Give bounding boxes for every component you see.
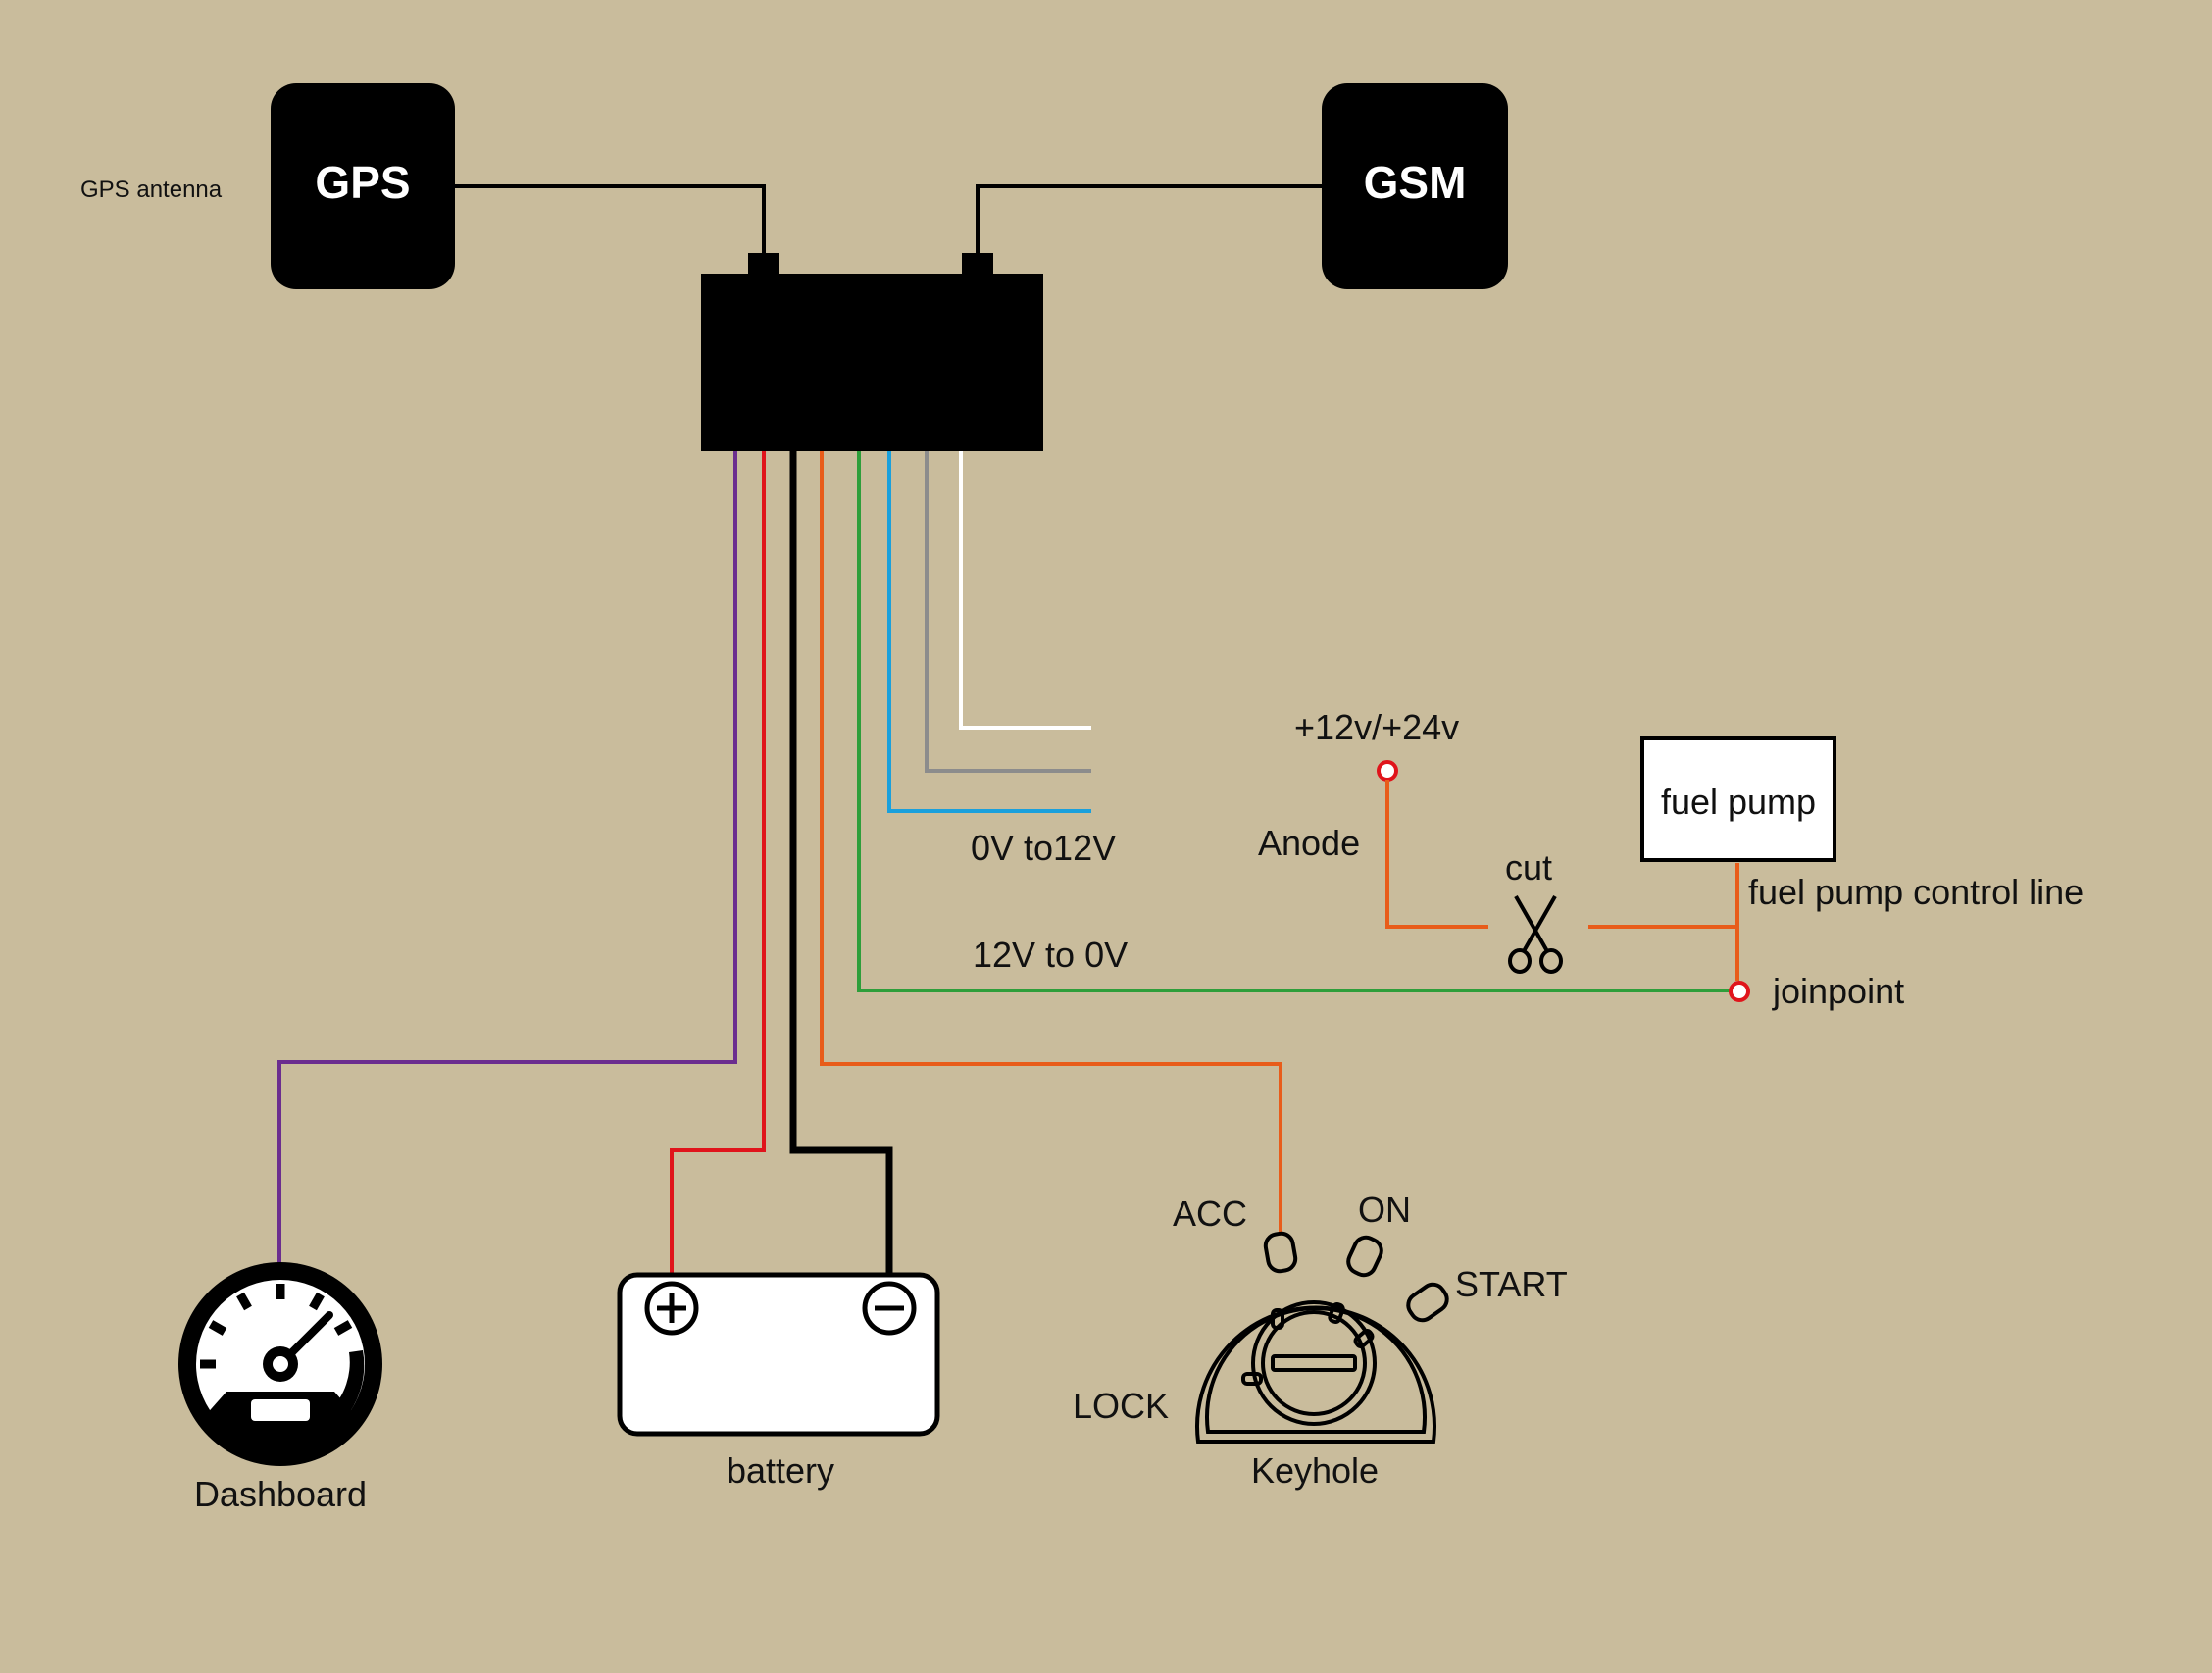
gsm-cable	[976, 184, 1322, 257]
gps-antenna-label: GPS antenna	[80, 177, 223, 203]
tracker-unit	[701, 253, 1043, 451]
cut-label: cut	[1505, 847, 1552, 887]
battery-icon	[617, 1272, 940, 1437]
lock-label: LOCK	[1073, 1386, 1169, 1426]
gps-label: GPS	[315, 157, 410, 208]
joinpoint-label: joinpoint	[1772, 971, 1904, 1011]
battery-negative-terminal	[862, 1281, 917, 1336]
gps-module: GPS	[271, 83, 455, 289]
fuel-pump-control-line-label: fuel pump control line	[1748, 872, 2084, 912]
anode-label: Anode	[1258, 823, 1360, 863]
gsm-label: GSM	[1364, 157, 1467, 208]
ignition-switch-icon	[1195, 1231, 1449, 1444]
keyhole-label: Keyhole	[1251, 1450, 1379, 1491]
gsm-module: GSM	[1322, 83, 1508, 289]
orange-wire	[820, 451, 1282, 1232]
purple-wire	[277, 451, 737, 1265]
zero-to-12v-label: 0V to12V	[971, 828, 1116, 868]
blue-wire	[887, 451, 1091, 813]
speedometer-icon	[178, 1262, 382, 1466]
supply-voltage-label: +12v/+24v	[1294, 707, 1459, 747]
scissors-icon	[1508, 895, 1563, 974]
red-wire	[670, 451, 766, 1275]
gray-wire	[925, 451, 1091, 773]
battery-label: battery	[727, 1450, 834, 1491]
gps-cable	[455, 184, 766, 257]
dashboard-label: Dashboard	[194, 1474, 367, 1514]
fuel-pump-label: fuel pump	[1661, 782, 1816, 822]
anode-line	[1385, 780, 1488, 929]
twelve-to-zero-label: 12V to 0V	[973, 935, 1128, 975]
black-wire	[789, 451, 893, 1275]
supply-terminal	[1377, 760, 1398, 782]
start-label: START	[1455, 1264, 1568, 1304]
on-label: ON	[1358, 1190, 1411, 1230]
fuel-pump-box	[1640, 736, 1836, 862]
joinpoint-marker	[1729, 981, 1750, 1002]
battery-positive-terminal	[644, 1281, 699, 1336]
acc-label: ACC	[1173, 1193, 1247, 1234]
white-wire	[959, 451, 1091, 730]
green-wire	[857, 451, 1731, 992]
